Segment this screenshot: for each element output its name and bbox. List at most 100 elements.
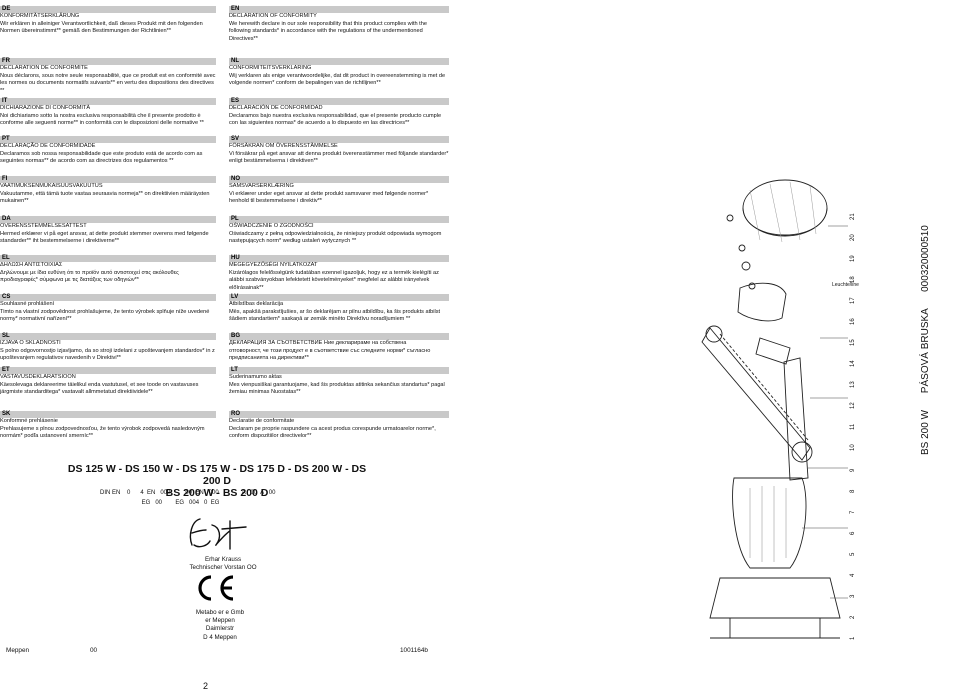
callout-number: 20	[850, 234, 856, 241]
declaration-title: MEGEGYEZŐSÉGI NYILATKOZAT	[229, 262, 318, 268]
language-code: EL	[0, 255, 216, 262]
callout-number: 14	[850, 360, 856, 367]
ce-mark-icon	[198, 575, 234, 601]
company-line-1: Metabo er e Gmb	[195, 609, 245, 616]
language-code: LV	[229, 294, 449, 301]
language-code: IT	[0, 98, 216, 105]
declaration-title: CONFORMITEITSVERKLARING	[229, 65, 312, 71]
base	[709, 577, 841, 619]
company-address: Metabo er e Gmb er Meppen Daimlerstr D 4…	[170, 609, 270, 642]
norms-list: DIN EN 0 4 EN 000 00 EN 000 A 00 A 00 EG…	[100, 488, 380, 508]
company-line-4: D 4 Meppen	[203, 633, 237, 641]
belt-arm	[701, 327, 811, 461]
language-code: LT	[229, 367, 449, 374]
declaration-text: Käesolevaga deklareerime täielikul enda …	[0, 381, 199, 396]
declaration-text: Wij verklaren als enige verantwoordelijk…	[229, 72, 446, 87]
declaration-text: Oświadczamy z pełną odpowiedzialnością, …	[229, 230, 442, 245]
language-code: PT	[0, 136, 216, 143]
callout-number: 10	[850, 444, 856, 451]
language-code: EN	[229, 6, 449, 13]
footer-doc-number: 1001164b	[400, 647, 428, 654]
side-title-name: PÁSOVÁ BRUSKA	[920, 308, 931, 394]
page-number: 2	[203, 681, 209, 690]
language-code: HU	[229, 255, 449, 262]
language-code: PL	[229, 216, 449, 223]
callout-number: 13	[850, 381, 856, 388]
norms-line-2: EG 00 EG 004 0 EG	[100, 500, 220, 506]
declaration-text: Mes vienpusiškai garantuojame, kad šis p…	[229, 381, 445, 396]
declaration-title: OŚWIADCZENIE O ZGODNOŚCI	[229, 223, 314, 229]
callout-number: 9	[850, 468, 856, 472]
declaration-title: Konformné prehlásenie	[0, 418, 58, 424]
language-code: NO	[229, 176, 449, 183]
declaration-title: ΔΗΛΩΣΗ ΑΝΤΙΣΤΟΙΧΙΑΣ	[0, 262, 63, 268]
declaration-text: Δηλώνουμε με ίδια ευθύνη ότι το προϊόν α…	[0, 269, 179, 284]
declaration-title: VASTAVUSDEKLARATSIOON	[0, 374, 76, 380]
callout-number: 21	[850, 213, 856, 220]
language-code: ET	[0, 367, 216, 374]
declaration-title: KONFORMITÄTSERKLÄRUNG	[0, 13, 80, 19]
language-code: FI	[0, 176, 216, 183]
declaration-text: Declaramos bajo nuestra exclusiva respon…	[229, 112, 442, 127]
declaration-text: Vi försäkrar på eget ansvar att denna pr…	[229, 150, 449, 165]
callout-number: 7	[850, 510, 856, 514]
callout-number: 17	[850, 297, 856, 304]
declaration-text: Declaramos sob nossa responsabilidade qu…	[0, 150, 203, 165]
declaration-title: VAATIMUKSENMUKAISUUSVAKUUTUS	[0, 183, 103, 189]
callout-number: 18	[850, 276, 856, 283]
diagram-label: Leuchte/line	[832, 282, 859, 288]
declaration-title: SAMSVARSERKLÆRING	[229, 183, 294, 189]
declaration-text: Timto na vlastní zodpovědnost prohlašuje…	[0, 308, 210, 323]
declaration-text: Kizárólagos felelősségünk tudatában ezen…	[229, 269, 439, 291]
signer-name: Erhar Krauss	[204, 556, 242, 563]
callout-number: 1	[850, 636, 856, 640]
declaration-title: Suderinamumo aktas	[229, 374, 282, 380]
language-code: SV	[229, 136, 449, 143]
callout-number: 15	[850, 339, 856, 346]
company-line-2: er Meppen	[205, 617, 235, 625]
callout-number: 2	[850, 615, 856, 619]
model-list: DS 125 W - DS 150 W - DS 175 W - DS 175 …	[62, 463, 372, 499]
language-code: DA	[0, 216, 216, 223]
company-line-3: Daimlerstr	[205, 625, 235, 633]
signer: Erhar Krauss Technischer Vorstan OO	[168, 556, 278, 572]
column	[783, 357, 809, 481]
declaration-text: S polno odgovornostjo izjavljamo, da so …	[0, 347, 215, 362]
callout-number: 6	[850, 531, 856, 535]
side-title-model: BS 200 W	[920, 409, 931, 455]
language-code: FR	[0, 58, 216, 65]
declaration-title: DECLARATION DE CONFORMITE	[0, 65, 88, 71]
declaration-title: Declaratie de conformitate	[229, 418, 295, 424]
language-code: BG	[229, 333, 449, 340]
norms-line-1: DIN EN 0 4 EN 000 00 EN 000 A 00 A 00	[100, 490, 276, 496]
model-line-2: BS 200 W - BS 200 D	[165, 487, 269, 499]
callout-number: 19	[850, 255, 856, 262]
footer-date: 00	[90, 647, 98, 654]
declaration-text: Declaram pe proprie raspundere ca acest …	[229, 425, 436, 440]
declaration-text: Mēs, apakšā parakstījušies, ar šo deklar…	[229, 308, 441, 323]
declaration-title: IZJAVA O SKLADNOSTI	[0, 340, 61, 346]
declaration-title: FÖRSÄKRAN OM ÖVERENSSTÄMMELSE	[229, 143, 338, 149]
declaration-text: We herewith declare in our sole responsi…	[229, 20, 427, 42]
callout-number: 5	[850, 552, 856, 556]
declaration-title: DECLARATION OF CONFORMITY	[229, 13, 317, 19]
callout-number: 4	[850, 573, 856, 577]
declaration-title: Atbilstības deklarācija	[229, 301, 284, 307]
language-code: SL	[0, 333, 216, 340]
